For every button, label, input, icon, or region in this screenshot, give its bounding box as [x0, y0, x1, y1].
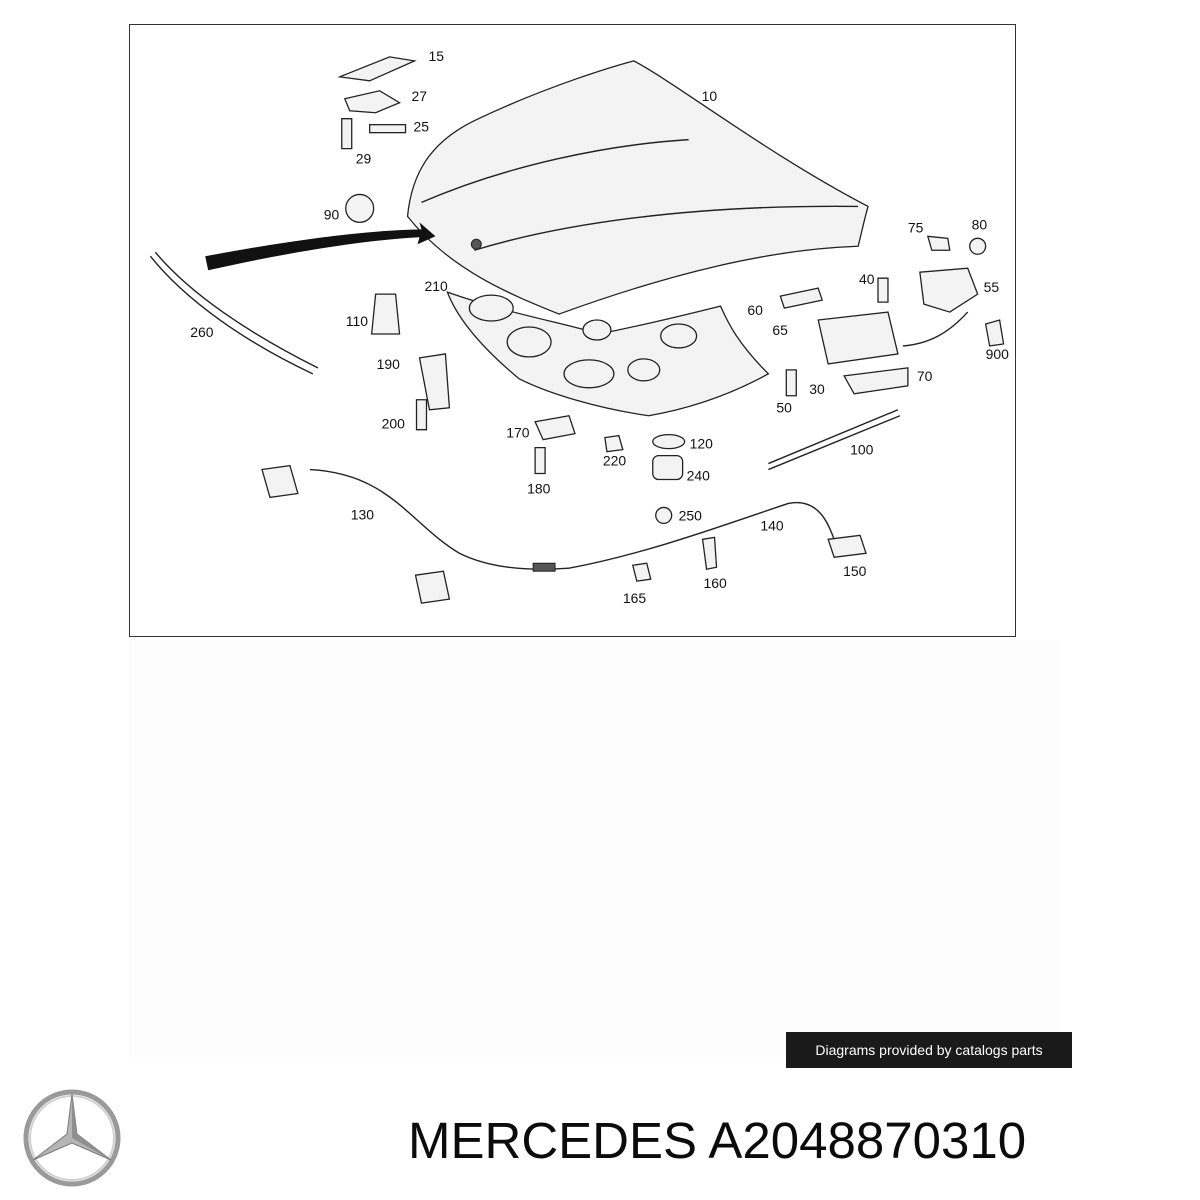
callout-120: 120	[690, 436, 714, 452]
mat-hole	[582, 319, 612, 341]
callout-10: 10	[702, 88, 718, 104]
mercedes-star-logo-icon	[23, 1089, 121, 1187]
page-title: MERCEDES A2048870310	[408, 1112, 1027, 1169]
callout-900: 900	[986, 346, 1010, 362]
callout-90: 90	[324, 206, 340, 222]
callout-210: 210	[424, 278, 448, 294]
callout-220: 220	[603, 453, 627, 469]
part-100-gas-strut	[768, 409, 899, 465]
cable-connector	[532, 562, 556, 572]
callout-180: 180	[527, 480, 551, 496]
part-15-nozzle	[337, 56, 417, 82]
hood-front-edge	[474, 205, 859, 251]
parts-diagram-drawing: 15 27 25 29 10 90 75 80 260 210 110 40 5…	[149, 48, 1010, 606]
part-240-bumper	[652, 454, 684, 481]
part-70-plate	[843, 367, 909, 395]
credit-banner: Diagrams provided by catalogs parts	[786, 1032, 1072, 1068]
callout-110: 110	[346, 313, 368, 329]
callout-140: 140	[760, 517, 784, 533]
callout-25: 25	[414, 119, 430, 135]
mat-hole	[468, 294, 514, 322]
part-200-bolt	[415, 399, 428, 431]
hood-panel	[406, 60, 869, 315]
mat-hole	[506, 326, 552, 358]
part-130-handle-lower	[414, 570, 451, 604]
callout-250: 250	[679, 507, 703, 523]
part-220-clip	[604, 434, 624, 453]
hood-crease	[421, 138, 689, 204]
part-40-bolt	[877, 277, 889, 303]
part-130-handle-upper	[261, 464, 299, 499]
blank-area	[129, 640, 1059, 1058]
latch-arrow	[902, 311, 969, 347]
callout-170: 170	[506, 425, 530, 441]
part-100-gas-strut-body	[768, 415, 901, 471]
mat-hole	[660, 323, 698, 349]
part-30-latch	[817, 311, 899, 365]
callout-190: 190	[377, 356, 401, 372]
callout-200: 200	[382, 416, 406, 432]
part-900-tab	[984, 319, 1005, 347]
part-27-bracket	[343, 90, 401, 114]
callout-75: 75	[908, 219, 924, 235]
part-29-bolt	[341, 118, 353, 150]
callout-240: 240	[687, 468, 711, 484]
seal-strip-edge	[149, 255, 314, 375]
part-50-bolt	[785, 369, 797, 397]
callout-29: 29	[356, 151, 372, 167]
callout-30: 30	[809, 381, 825, 397]
part-190-bracket	[418, 353, 451, 411]
part-90-emblem	[345, 193, 375, 224]
part-75-bolt	[926, 235, 951, 251]
callout-15: 15	[428, 48, 444, 64]
part-160-clip	[701, 536, 718, 570]
part-55-hinge	[919, 267, 979, 313]
mat-hole	[627, 358, 661, 382]
callout-55: 55	[984, 279, 1000, 295]
callout-50: 50	[776, 400, 792, 416]
part-170-clip	[534, 414, 576, 441]
callout-65: 65	[772, 322, 788, 338]
parts-diagram: 15 27 25 29 10 90 75 80 260 210 110 40 5…	[129, 24, 1016, 637]
pointer-arrow	[205, 222, 436, 271]
mat-hole	[563, 359, 615, 389]
callout-165: 165	[623, 590, 647, 606]
part-140-release-cable	[568, 501, 835, 569]
part-80-nut	[969, 237, 987, 255]
callout-27: 27	[412, 88, 428, 104]
part-60-link	[779, 287, 824, 309]
callout-80: 80	[972, 216, 988, 232]
part-250-nut	[655, 506, 673, 525]
callout-40: 40	[859, 271, 875, 287]
callout-100: 100	[850, 442, 874, 458]
callout-70: 70	[917, 368, 933, 384]
seal-strip	[154, 251, 319, 369]
part-110-buffer	[370, 293, 401, 335]
hood-emblem-hole	[470, 238, 482, 250]
callout-160: 160	[704, 575, 728, 591]
part-180-bolt	[534, 446, 546, 475]
callout-130: 130	[351, 506, 375, 522]
callout-260: 260	[190, 324, 214, 340]
part-165-clip	[631, 562, 652, 582]
part-130-release-cable	[309, 468, 570, 570]
part-150-lever	[827, 534, 867, 558]
callout-60: 60	[747, 302, 763, 318]
part-25-clip	[369, 124, 407, 134]
part-120-ring	[652, 434, 686, 450]
callout-150: 150	[843, 563, 867, 579]
